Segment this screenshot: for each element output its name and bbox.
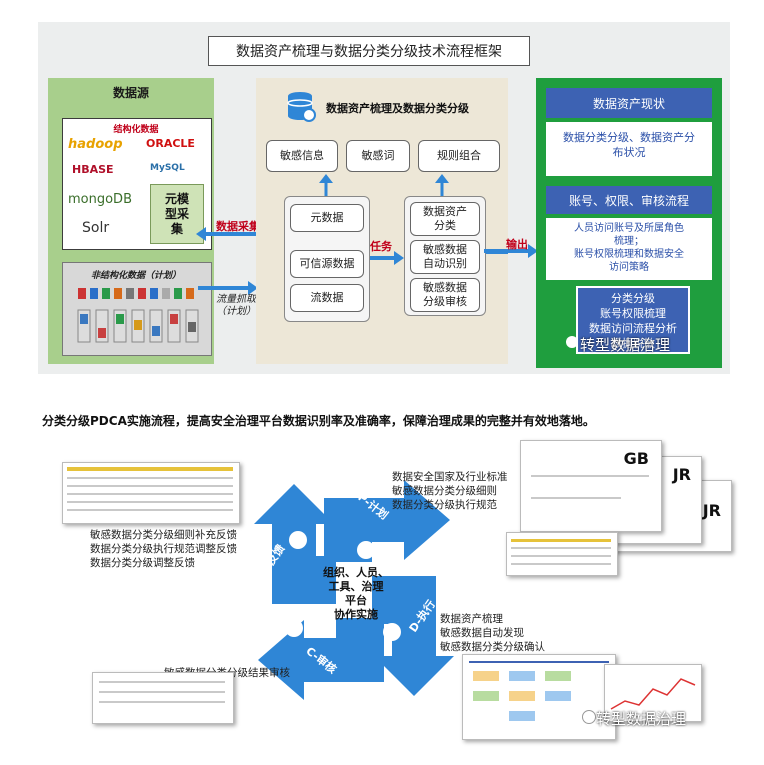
- wechat-icon: [566, 336, 578, 348]
- left-middle-arrows: [196, 227, 258, 295]
- p-plan-text: 数据安全国家及行业标准 敏感数据分类分级细则 数据分类分级执行规范: [392, 471, 508, 511]
- sensitive-auto-detect-box: 敏感数据 自动识别: [410, 240, 480, 274]
- jr-doc-back-label: JR: [702, 501, 721, 520]
- task-label: 任务: [370, 240, 392, 253]
- review-screenshot-image: [92, 672, 234, 724]
- asset-status-body: 数据分类分级、数据资产分 布状况: [546, 122, 712, 176]
- meta-model-collect-box: 元模 型采 集: [150, 184, 204, 244]
- data-collect-label: 数据采集: [216, 220, 260, 233]
- pdca-title: 分类分级PDCA实施流程，提高安全治理平台数据识别率及准确率，保障治理成果的完整…: [42, 414, 595, 428]
- stream-data-box: 流数据: [290, 284, 364, 312]
- metadata-box: 元数据: [290, 204, 364, 232]
- flowchart-image: [462, 654, 616, 740]
- sensitive-word-box: 敏感词: [346, 140, 410, 172]
- a-feedback-text: 敏感数据分类分级细则补充反馈 数据分类分级执行规范调整反馈 数据分类分级调整反馈: [90, 529, 237, 569]
- data-source-label: 数据源: [112, 86, 149, 100]
- hadoop-logo: hadoop: [68, 137, 123, 152]
- unstructured-data-title: 非结构化数据（计划）: [90, 271, 181, 281]
- rule-combination-box: 规则组合: [418, 140, 500, 172]
- feedback-spreadsheet-image: [62, 462, 240, 524]
- watermark-bottom: 转型数据治理: [596, 710, 687, 728]
- pdca-cycle: [254, 480, 454, 700]
- hbase-logo: HBASE: [72, 163, 114, 176]
- sensitive-grading-review-box: 敏感数据 分级审核: [410, 278, 480, 312]
- mongodb-logo: mongoDB: [68, 192, 132, 207]
- watermark-top: 转型数据治理: [580, 336, 671, 354]
- traffic-capture-label: 流量抓取 （计划）: [216, 294, 256, 317]
- output-label: 输出: [506, 238, 528, 251]
- asset-classification-title: 数据资产梳理及数据分类分级: [326, 102, 469, 115]
- classification-summary-box: 分类分级 账号权限梳理 数据访问流程分析 数据脱敏: [576, 286, 690, 354]
- chart-screenshot-image: [604, 664, 702, 722]
- sensitive-info-box: 敏感信息: [266, 140, 338, 172]
- wechat-icon-bottom: [582, 710, 596, 724]
- pdca-center-text: 组织、人员、 工具、治理 平台 协作实施: [323, 566, 389, 621]
- account-permission-body: 人员访问账号及所属角色 梳理； 账号权限梳理和数据安全 访问策略: [546, 218, 712, 280]
- file-icons-row-2: [76, 306, 200, 346]
- jr-doc-mid-label: JR: [672, 465, 691, 484]
- spreadsheet-doc-image: [506, 532, 618, 576]
- database-icon: [287, 92, 316, 122]
- gb-doc-label: GB: [623, 449, 649, 468]
- oracle-logo: ORACLE: [146, 137, 195, 150]
- top-diagram-title: 数据资产梳理与数据分类分级技术流程框架: [208, 36, 530, 66]
- file-icons-row-1: [76, 286, 200, 300]
- mysql-logo: MySQL: [150, 163, 185, 173]
- output-arrow: [484, 244, 538, 258]
- trusted-source-box: 可信源数据: [290, 250, 364, 278]
- asset-status-header: 数据资产现状: [546, 88, 712, 118]
- solr-logo: Solr: [82, 220, 110, 236]
- structured-data-title: 结构化数据: [113, 125, 159, 135]
- d-do-text: 数据资产梳理 敏感数据自动发现 敏感数据分类分级确认: [440, 613, 545, 653]
- gb-doc-front: GB: [520, 440, 662, 532]
- asset-classification-box: 数据资产 分类: [410, 202, 480, 236]
- account-permission-header: 账号、权限、审核流程: [546, 186, 712, 214]
